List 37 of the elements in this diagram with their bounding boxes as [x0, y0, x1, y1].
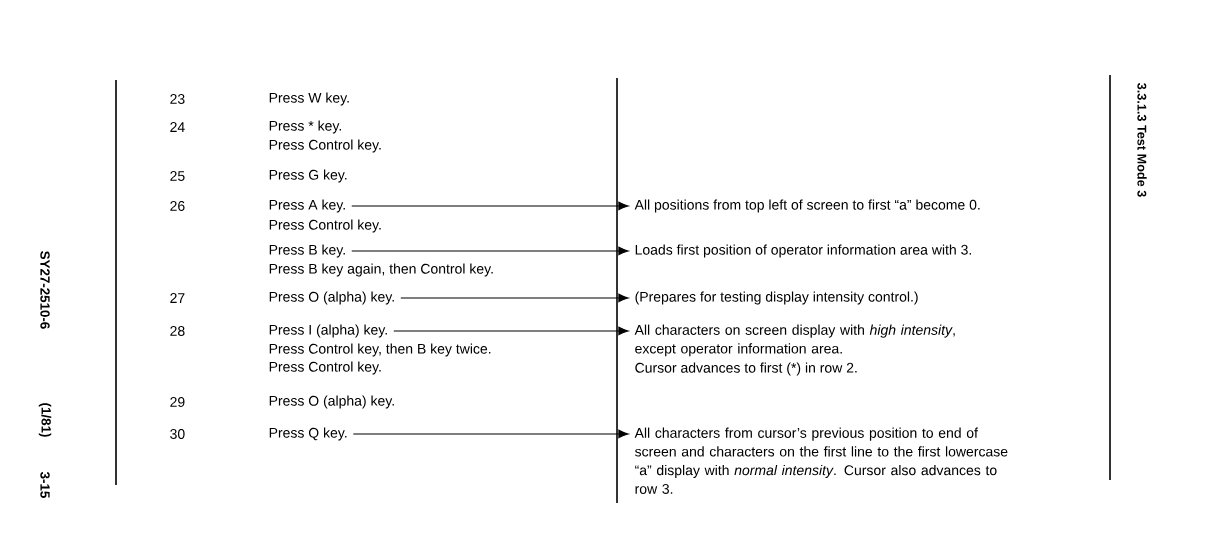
section-heading: 3.3.1.3 Test Mode 3 [1137, 83, 1147, 197]
step-number: 28 [170, 326, 185, 336]
page-reference: SY27-2510-6 [40, 251, 50, 329]
step-number: 26 [170, 201, 185, 211]
instruction-text: Press B key. [269, 244, 345, 258]
instruction-text: Press Control key, then B key twice. [269, 343, 491, 357]
instruction-text: Press W key. [269, 92, 349, 106]
instruction-text: Press G key. [269, 169, 347, 183]
step-number: 23 [170, 94, 185, 104]
page-reference: 3-15 [40, 471, 50, 498]
instruction-text: Press Q key. [269, 427, 347, 441]
instruction-text: Press I (alpha) key. [269, 324, 387, 338]
result-text: All positions from top left of screen to first “a” become 0. [634, 199, 980, 213]
step-number: 25 [170, 171, 185, 181]
step-number: 27 [170, 293, 185, 303]
instruction-text: Press B key again, then Control key. [269, 263, 493, 277]
instruction-text: Press * key. [269, 120, 341, 134]
result-text: (Prepares for testing display intensity control.) [635, 291, 918, 305]
result-text: Loads first position of operator information area with 3. [635, 244, 971, 258]
instruction-text: Press Control key. [269, 219, 381, 233]
arrow [393, 326, 629, 336]
arrow [400, 293, 629, 303]
instruction-text: Press A key. [269, 199, 345, 213]
instruction-text: Press O (alpha) key. [269, 291, 394, 305]
instruction-text: Press O (alpha) key. [269, 395, 394, 409]
instruction-text: Press Control key. [269, 361, 381, 375]
step-number: 29 [170, 397, 185, 407]
step-number: 30 [170, 429, 185, 439]
arrow [351, 201, 629, 211]
result-text: Cursor advances to first (*) in row 2. [635, 362, 857, 376]
result-text: All characters from cursor’s previous position to end of screen and characters on the first line to the first lowercase “a” display with normal intensity. Cursor also advances to row 3. [634, 427, 1008, 494]
result-text: All characters on screen display with high intensity, except operator information area. [634, 324, 955, 357]
page-reference: (1/81) [38, 403, 52, 437]
arrow [351, 246, 629, 256]
instruction-text: Press Control key. [269, 139, 381, 153]
arrow [352, 429, 629, 439]
step-number: 24 [170, 122, 185, 132]
